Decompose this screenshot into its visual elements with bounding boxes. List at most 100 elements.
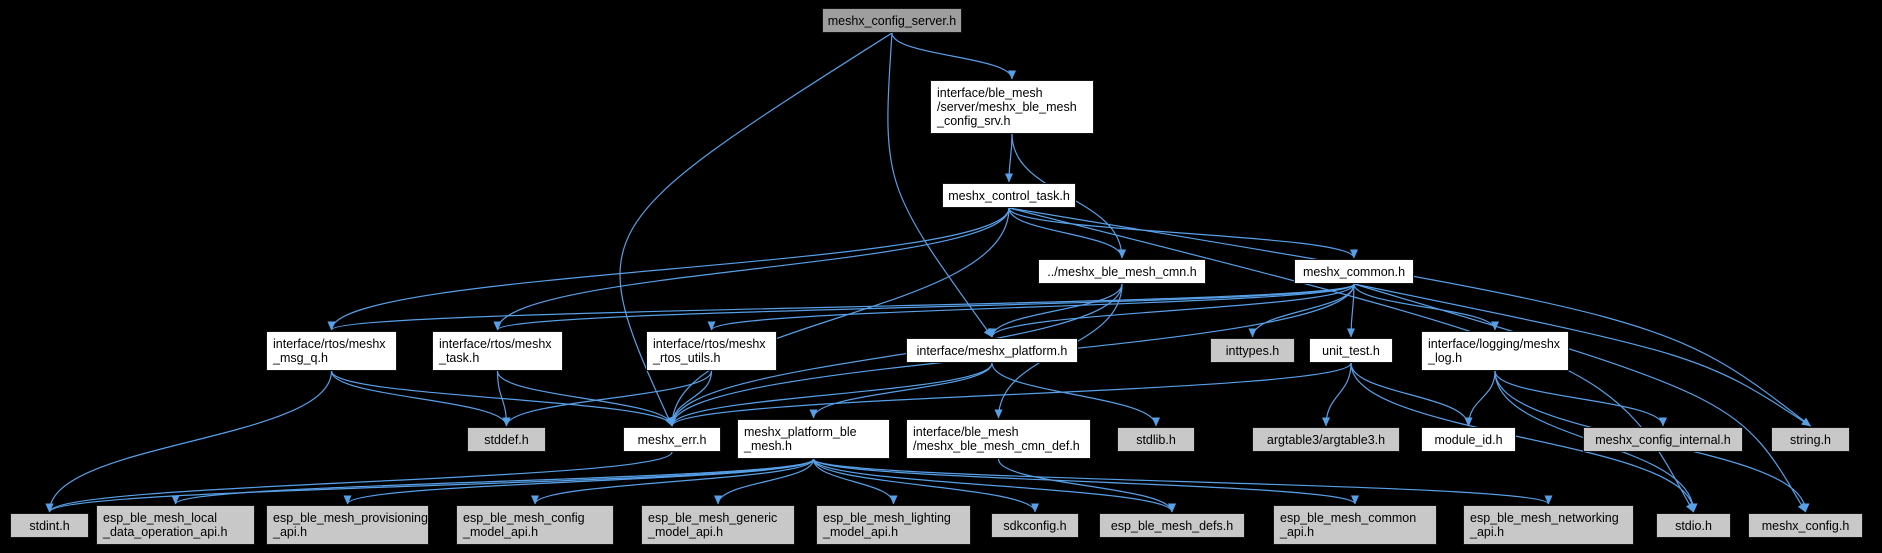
graph-node-stddef_h[interactable]: stddef.h (467, 427, 546, 452)
graph-edge-meshx_common_h--meshx_config_h (1353, 283, 1807, 513)
graph-node-meshx_msg_q_h[interactable]: interface/rtos/meshx_msg_q.h (266, 331, 397, 371)
graph-node-meshx_ble_mesh_cmn_h[interactable]: ../meshx_ble_mesh_cmn.h (1038, 259, 1206, 284)
graph-edge-meshx_log_h--meshx_config_internal_h (1494, 370, 1667, 427)
graph-node-meshx_config_h[interactable]: meshx_config.h (1748, 513, 1863, 538)
graph-edge-meshx_platform_ble_mesh_h--esp_ble_mesh_common_api_h (812, 458, 1359, 505)
graph-edge-meshx_platform_ble_mesh_h--esp_ble_mesh_provisioning_api_h (343, 458, 815, 505)
graph-node-label: esp_ble_mesh_config (463, 511, 585, 525)
graph-node-label: /meshx_ble_mesh_cmn_def.h (913, 439, 1080, 453)
graph-node-label: meshx_platform_ble (744, 425, 857, 439)
graph-node-meshx_common_h[interactable]: meshx_common.h (1294, 259, 1414, 284)
graph-node-label: esp_ble_mesh_lighting (823, 511, 951, 525)
graph-node-label: unit_test.h (1322, 343, 1380, 358)
graph-node-meshx_config_server_h[interactable]: meshx_config_server.h (822, 8, 962, 33)
graph-edge-meshx_platform_ble_mesh_h--esp_ble_mesh_networking_api_h (812, 458, 1553, 505)
graph-node-esp_ble_mesh_lighting_model_api_h[interactable]: esp_ble_mesh_lighting_model_api.h (816, 505, 971, 545)
graph-edge-meshx_control_task_h--string_h (1008, 207, 1811, 427)
graph-node-label: interface/logging/meshx (1428, 337, 1561, 351)
graph-node-meshx_control_task_h[interactable]: meshx_control_task.h (942, 183, 1076, 208)
graph-node-label: _data_operation_api.h (103, 525, 228, 539)
graph-edge-meshx_platform_ble_mesh_h--esp_ble_mesh_lighting_model_api_h (812, 458, 898, 505)
graph-edge-meshx_rtos_utils_h--stddef_h (502, 370, 713, 427)
graph-node-label: stdio.h (1675, 518, 1712, 533)
graph-node-module_id_h[interactable]: module_id.h (1421, 427, 1516, 452)
graph-node-meshx_config_internal_h[interactable]: meshx_config_internal.h (1583, 427, 1743, 452)
graph-edge-meshx_platform_ble_mesh_h--stdint_h (45, 458, 815, 513)
graph-node-stdlib_h[interactable]: stdlib.h (1117, 427, 1195, 452)
graph-node-label: meshx_config_server.h (827, 13, 957, 28)
graph-node-label: _rtos_utils.h (653, 351, 721, 365)
graph-edge-unit_test_h--module_id_h (1350, 362, 1473, 427)
graph-node-meshx_ble_mesh_config_srv_h[interactable]: interface/ble_mesh/server/meshx_ble_mesh… (930, 80, 1094, 134)
graph-node-inttypes_h[interactable]: inttypes.h (1210, 338, 1295, 363)
graph-node-stdio_h[interactable]: stdio.h (1656, 513, 1731, 538)
graph-node-label: meshx_config.h (1761, 518, 1850, 533)
graph-node-label: esp_ble_mesh_provisioning (273, 511, 428, 525)
graph-edge-unit_test_h--argtable3_h (1322, 362, 1352, 427)
graph-edge-unit_test_h--stdio_h (1350, 362, 1698, 513)
graph-node-label: sdkconfig.h (1003, 518, 1067, 533)
graph-node-label: stdlib.h (1136, 432, 1176, 447)
graph-node-esp_ble_mesh_defs_h[interactable]: esp_ble_mesh_defs.h (1099, 513, 1245, 538)
graph-node-label: stddef.h (484, 432, 529, 447)
graph-node-meshx_task_h[interactable]: interface/rtos/meshx_task.h (432, 331, 563, 371)
graph-node-meshx_ble_mesh_cmn_def_h[interactable]: interface/ble_mesh/meshx_ble_mesh_cmn_de… (906, 419, 1091, 459)
graph-node-esp_ble_mesh_local_data_operation_api_h[interactable]: esp_ble_mesh_local_data_operation_api.h (96, 505, 255, 545)
graph-node-label: interface/rtos/meshx (273, 337, 386, 351)
graph-node-argtable3_h[interactable]: argtable3/argtable3.h (1252, 427, 1400, 452)
graph-edge-meshx_platform_h--meshx_err_h (668, 362, 993, 427)
graph-node-esp_ble_mesh_networking_api_h[interactable]: esp_ble_mesh_networking_api.h (1463, 505, 1634, 545)
graph-node-label: meshx_common.h (1302, 264, 1406, 279)
graph-edge-meshx_common_h--meshx_rtos_utils_h (707, 283, 1355, 331)
graph-node-unit_test_h[interactable]: unit_test.h (1309, 338, 1393, 363)
graph-node-meshx_err_h[interactable]: meshx_err.h (623, 427, 721, 452)
graph-node-label: argtable3/argtable3.h (1266, 432, 1386, 447)
graph-node-label: string.h (1790, 432, 1831, 447)
graph-node-label: _msg_q.h (273, 351, 328, 365)
graph-edge-meshx_config_server_h--meshx_err_h (619, 32, 893, 427)
graph-edge-meshx_platform_ble_mesh_h--esp_ble_mesh_defs_h (812, 458, 1176, 513)
graph-edge-meshx_platform_h--meshx_platform_ble_mesh_h (809, 362, 993, 419)
graph-edge-meshx_control_task_h--meshx_task_h (493, 207, 1010, 331)
graph-node-meshx_log_h[interactable]: interface/logging/meshx_log.h (1421, 331, 1569, 371)
graph-node-label: _log.h (1428, 351, 1463, 365)
graph-node-label: inttypes.h (1225, 343, 1280, 358)
graph-node-label: interface/ble_mesh (913, 425, 1019, 439)
graph-node-label: interface/meshx_platform.h (916, 343, 1068, 358)
graph-node-label: interface/ble_mesh (937, 86, 1043, 100)
graph-node-label: _mesh.h (744, 439, 792, 453)
graph-node-label: esp_ble_mesh_networking (1470, 511, 1619, 525)
graph-node-label: interface/rtos/meshx (439, 337, 552, 351)
graph-node-label: esp_ble_mesh_defs.h (1110, 518, 1234, 533)
graph-edge-meshx_ble_mesh_cmn_def_h--esp_ble_mesh_defs_h (997, 458, 1176, 513)
graph-edge-meshx_platform_h--stdlib_h (991, 362, 1160, 427)
graph-edge-meshx_config_server_h--meshx_ble_mesh_config_srv_h (891, 32, 1016, 80)
graph-edge-meshx_common_h--meshx_platform_h (988, 283, 1355, 338)
graph-node-sdkconfig_h[interactable]: sdkconfig.h (991, 513, 1079, 538)
graph-edge-meshx_common_h--meshx_msg_q_h (327, 283, 1355, 331)
graph-edge-meshx_common_h--meshx_log_h (1353, 283, 1499, 331)
graph-node-label: esp_ble_mesh_generic (648, 511, 778, 525)
graph-node-label: interface/rtos/meshx (653, 337, 766, 351)
graph-node-label: meshx_config_internal.h (1595, 432, 1731, 447)
graph-edge-meshx_ble_mesh_config_srv_h--meshx_control_task_h (1005, 133, 1014, 183)
graph-node-esp_ble_mesh_provisioning_api_h[interactable]: esp_ble_mesh_provisioning_api.h (266, 505, 429, 545)
graph-node-meshx_platform_ble_mesh_h[interactable]: meshx_platform_ble_mesh.h (737, 419, 890, 459)
graph-node-esp_ble_mesh_generic_model_api_h[interactable]: esp_ble_mesh_generic_model_api.h (641, 505, 795, 545)
graph-edge-meshx_control_task_h--meshx_common_h (1008, 207, 1358, 259)
graph-node-string_h[interactable]: string.h (1771, 427, 1850, 452)
graph-node-esp_ble_mesh_config_model_api_h[interactable]: esp_ble_mesh_config_model_api.h (456, 505, 614, 545)
graph-edge-meshx_common_h--string_h (1353, 283, 1811, 427)
graph-edge-meshx_msg_q_h--stddef_h (330, 370, 511, 427)
graph-edge-meshx_common_h--unit_test_h (1347, 283, 1356, 338)
graph-node-label: _config_srv.h (937, 114, 1011, 128)
graph-node-meshx_platform_h[interactable]: interface/meshx_platform.h (906, 338, 1078, 363)
graph-node-esp_ble_mesh_common_api_h[interactable]: esp_ble_mesh_common_api.h (1273, 505, 1437, 545)
graph-edge-meshx_log_h--module_id_h (1464, 370, 1496, 427)
graph-edge-meshx_msg_q_h--stdint_h (45, 370, 333, 513)
graph-node-meshx_rtos_utils_h[interactable]: interface/rtos/meshx_rtos_utils.h (646, 331, 777, 371)
graph-node-label: esp_ble_mesh_local (103, 511, 217, 525)
graph-edge-unit_test_h--meshx_err_h (668, 362, 1352, 427)
graph-node-stdint_h[interactable]: stdint.h (10, 513, 89, 538)
